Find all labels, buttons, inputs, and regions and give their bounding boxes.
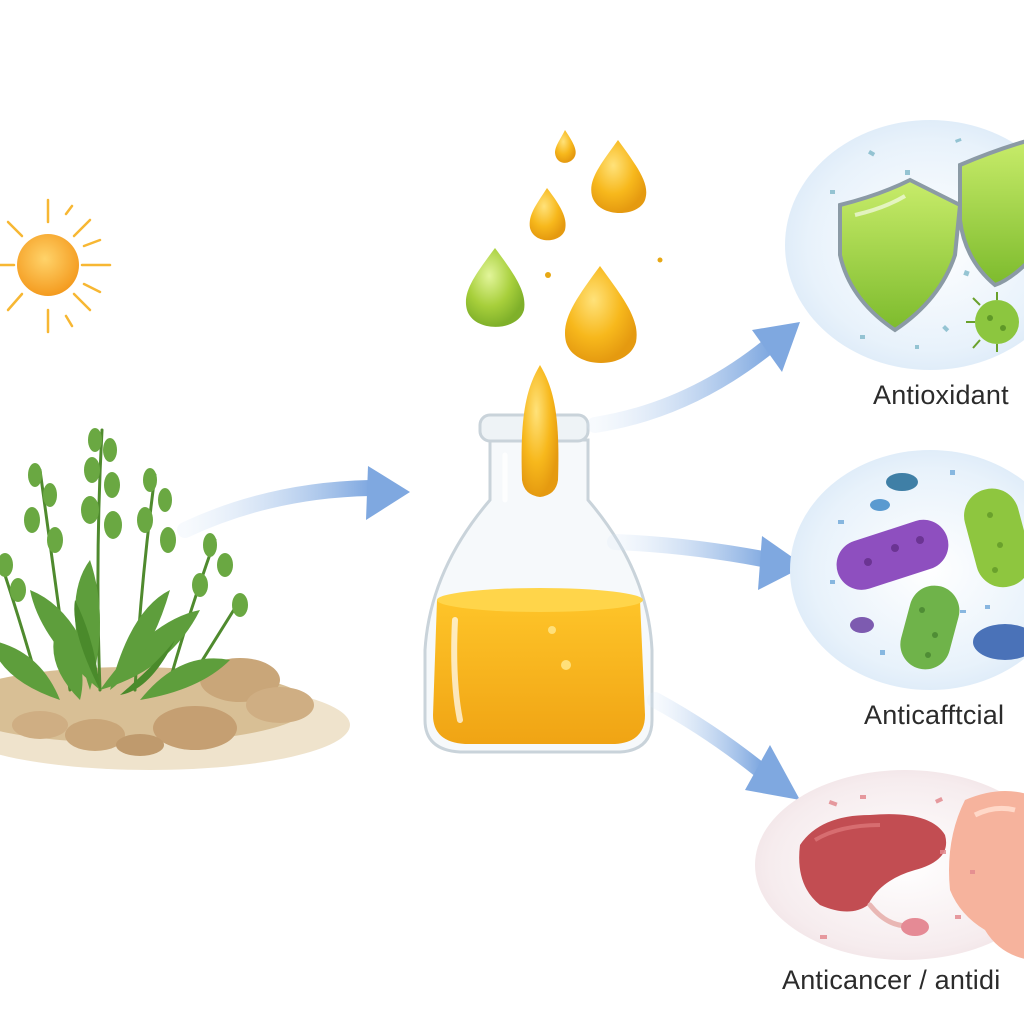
sun-icon (0, 198, 112, 334)
label-anticancer: Anticancer / antidi (782, 965, 1001, 995)
anticancer-panel (755, 770, 1024, 960)
arrow-plant-to-flask (177, 466, 410, 538)
label-antibacterial: Anticafftcial (864, 700, 1005, 730)
antioxidant-panel (785, 120, 1024, 370)
arrow-flask-to-antibacterial (607, 534, 805, 590)
arrow-flask-to-anticancer (647, 692, 800, 800)
bacteria-icon (966, 292, 1019, 352)
plant-icon (0, 428, 248, 700)
organ-icon (799, 791, 1024, 959)
arrow-flask-to-antioxidant (587, 322, 800, 433)
antibacterial-panel (790, 450, 1024, 690)
flask-icon (423, 365, 654, 754)
label-antioxidant: Antioxidant (873, 380, 1009, 410)
shield-icon (838, 139, 1024, 333)
bacteria-icon (836, 473, 1024, 670)
